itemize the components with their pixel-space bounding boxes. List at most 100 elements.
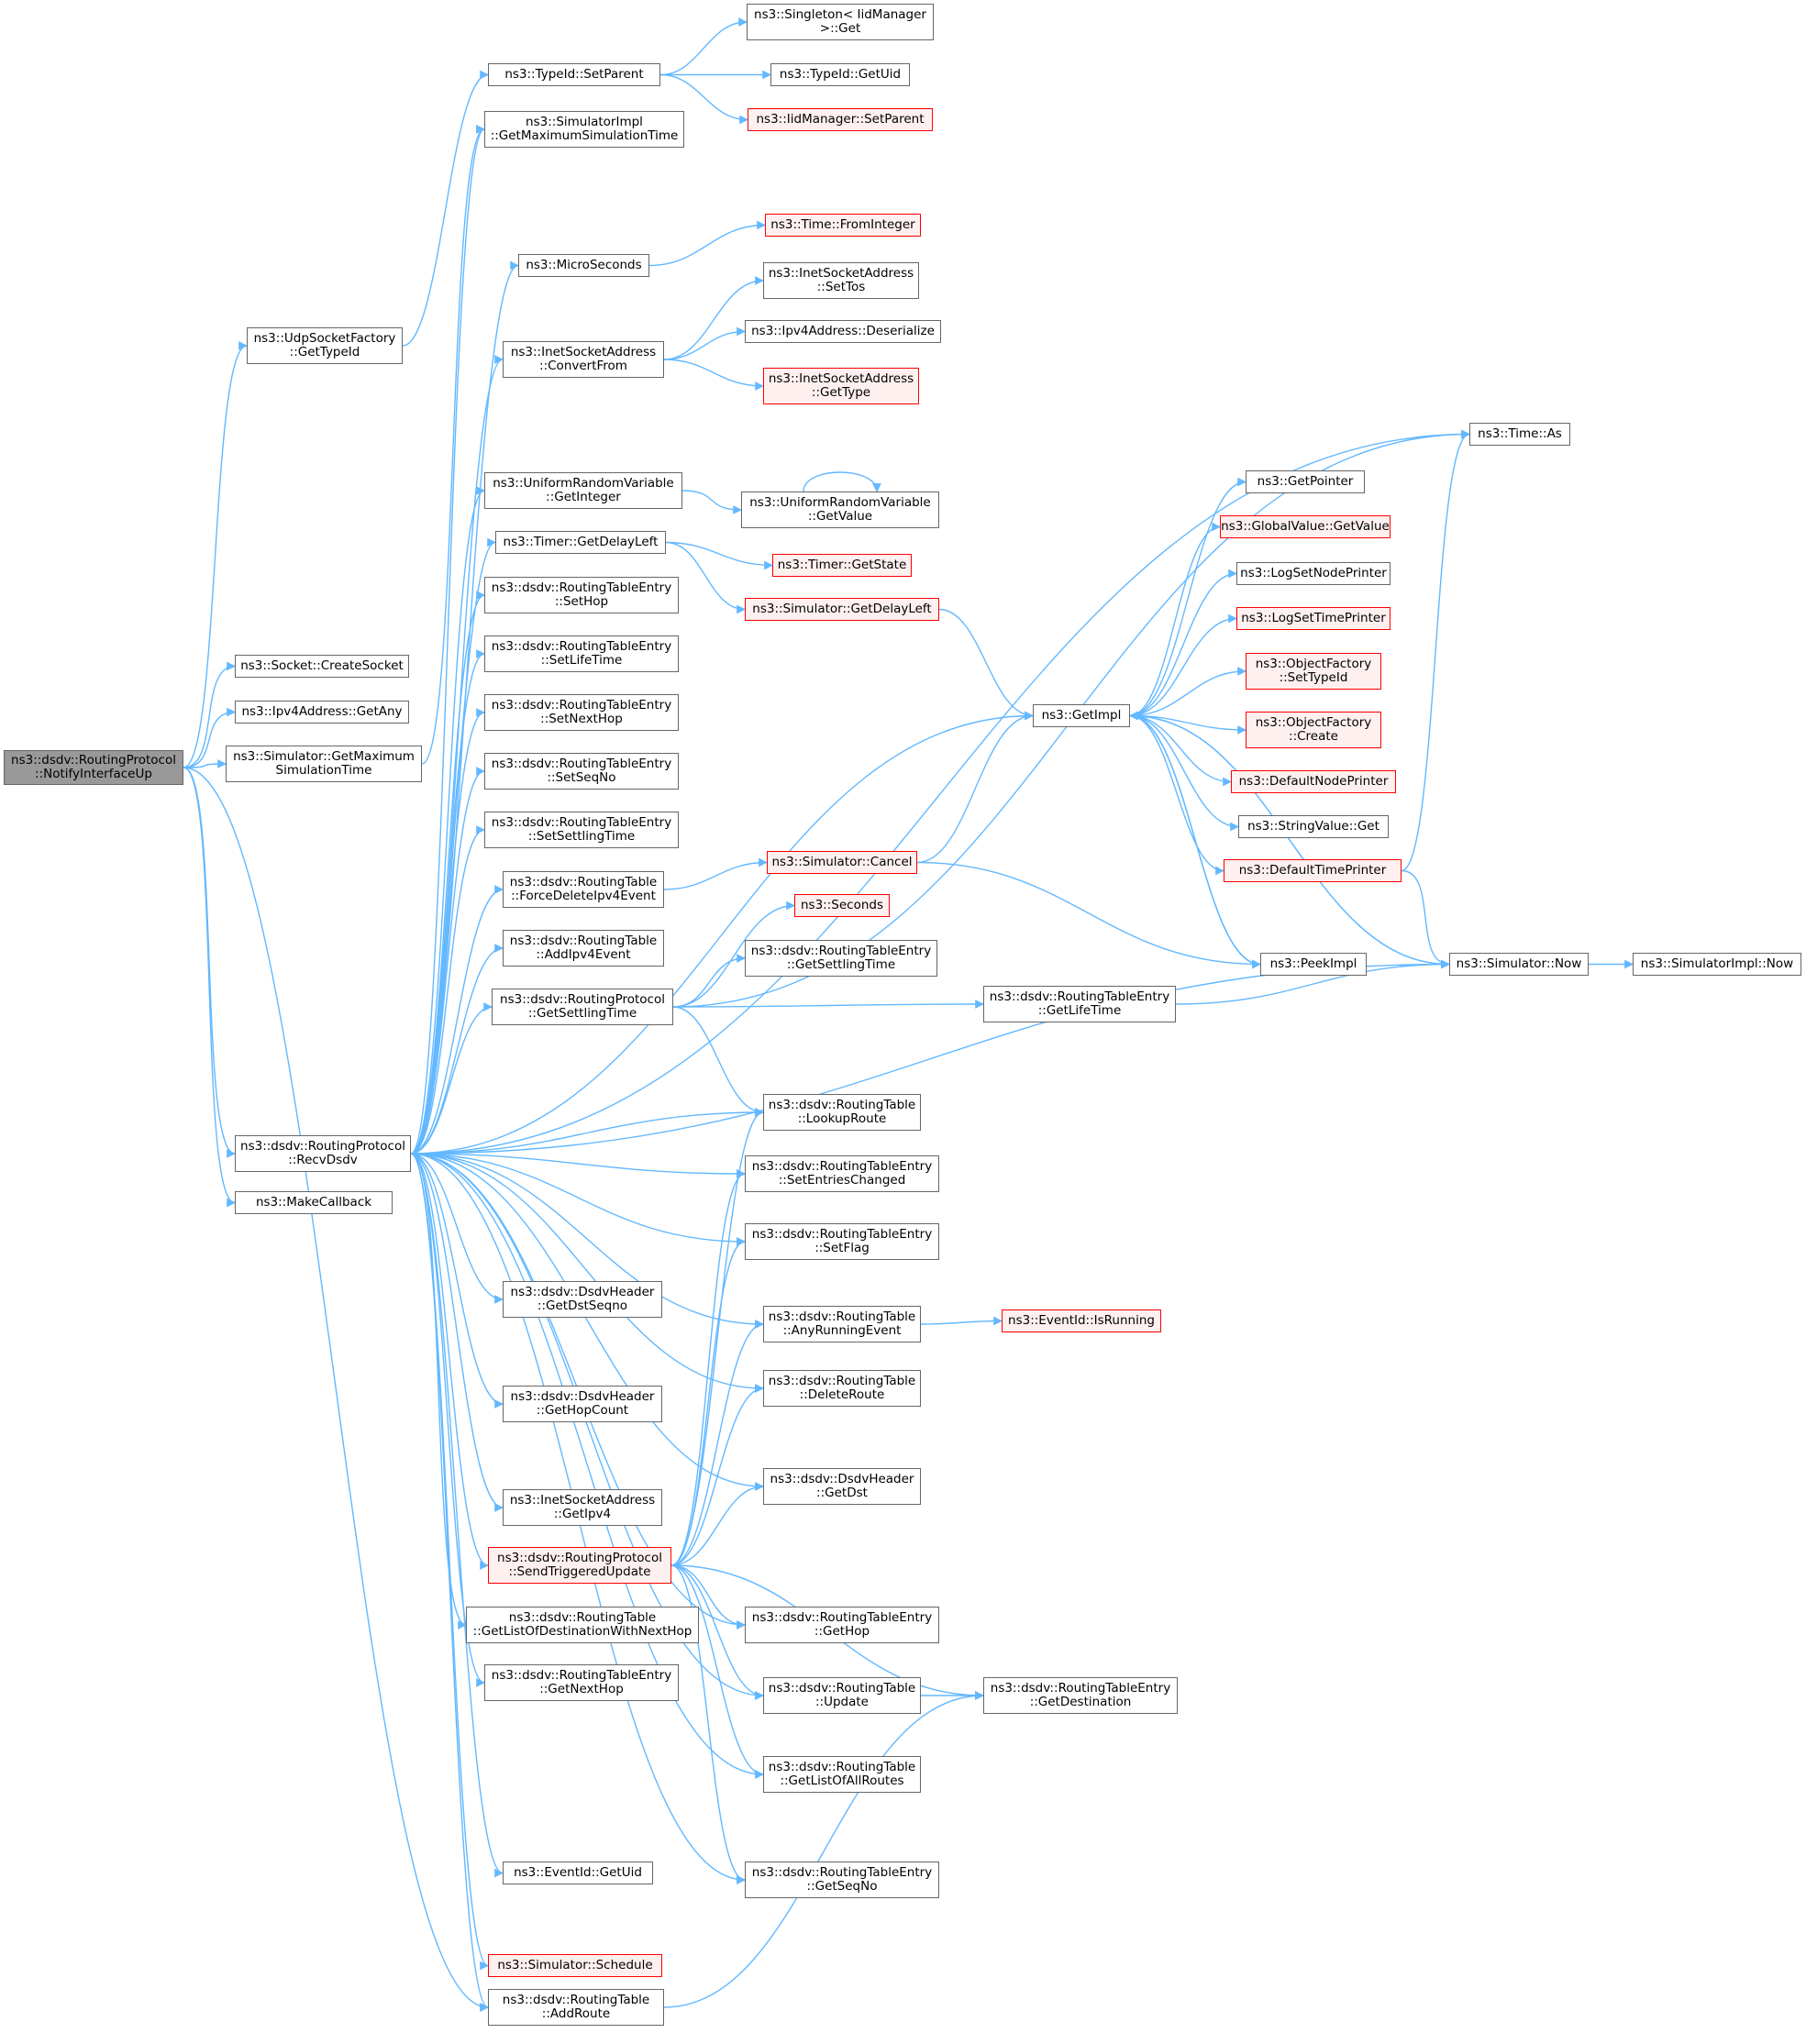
edge-stu-to-delr	[670, 1384, 764, 1566]
node-sched[interactable]: ns3::Simulator::Schedule	[488, 1954, 662, 1977]
node-gimpl[interactable]: ns3::GetImpl	[1033, 704, 1130, 727]
node-setnh[interactable]: ns3::dsdv::RoutingTableEntry::SetNextHop	[484, 694, 679, 731]
node-label: ns3::UniformRandomVariable	[493, 476, 674, 491]
node-setpar[interactable]: ns3::TypeId::SetParent	[488, 63, 660, 86]
edge-recv-to-setnh	[410, 708, 485, 1155]
node-label: ns3::MicroSeconds	[526, 258, 642, 272]
node-simdl[interactable]: ns3::Simulator::GetDelayLeft	[745, 598, 939, 621]
node-lookup[interactable]: ns3::dsdv::RoutingTable::LookupRoute	[763, 1094, 921, 1131]
edge-gst-to-secs	[672, 900, 795, 1008]
node-lsnp[interactable]: ns3::LogSetNodePrinter	[1236, 562, 1391, 585]
node-gst[interactable]: ns3::dsdv::RoutingProtocol::GetSettlingT…	[492, 989, 673, 1025]
node-sec[interactable]: ns3::dsdv::RoutingTableEntry::SetEntries…	[745, 1155, 939, 1192]
edge-recv-to-glar	[410, 1153, 764, 1779]
node-ofcr[interactable]: ns3::ObjectFactory::Create	[1246, 712, 1381, 748]
node-gnh[interactable]: ns3::dsdv::RoutingTableEntry::GetNextHop	[484, 1664, 679, 1701]
node-isrun[interactable]: ns3::EventId::IsRunning	[1002, 1309, 1161, 1332]
node-settos[interactable]: ns3::InetSocketAddress::SetTos	[763, 262, 919, 299]
node-tdl[interactable]: ns3::Timer::GetDelayLeft	[495, 531, 666, 554]
edge-notify-to-mkcb	[183, 767, 236, 1208]
node-iidsp[interactable]: ns3::IidManager::SetParent	[748, 108, 933, 131]
edge-peek-to-gimpl	[1129, 711, 1261, 966]
node-glod[interactable]: ns3::dsdv::RoutingTable::GetListOfDestin…	[466, 1607, 699, 1643]
edge-tdl-to-simdl	[665, 541, 746, 614]
node-upd[interactable]: ns3::dsdv::RoutingTable::Update	[763, 1677, 921, 1714]
node-ipany[interactable]: ns3::Ipv4Address::GetAny	[235, 701, 409, 724]
node-gest[interactable]: ns3::dsdv::RoutingTableEntry::GetSettlin…	[745, 940, 937, 977]
node-sing[interactable]: ns3::Singleton< IidManager>::Get	[747, 4, 934, 40]
node-delr[interactable]: ns3::dsdv::RoutingTable::DeleteRoute	[763, 1370, 921, 1407]
edge-recv-to-anyrun	[410, 1153, 764, 1329]
edge-stu-to-ghop	[670, 1564, 746, 1630]
node-label: ns3::dsdv::RoutingTable	[768, 1098, 916, 1112]
node-label: ns3::Ipv4Address::GetAny	[241, 704, 403, 719]
node-peek[interactable]: ns3::PeekImpl	[1260, 953, 1367, 976]
edge-recv-to-dstsn	[410, 1153, 504, 1304]
node-secs[interactable]: ns3::Seconds	[794, 894, 890, 917]
node-dstsn[interactable]: ns3::dsdv::DsdvHeader::GetDstSeqno	[503, 1281, 662, 1318]
node-gptr[interactable]: ns3::GetPointer	[1246, 470, 1365, 493]
node-addev[interactable]: ns3::dsdv::RoutingTable::AddIpv4Event	[503, 930, 664, 967]
node-fdel[interactable]: ns3::dsdv::RoutingTable::ForceDeleteIpv4…	[503, 871, 664, 908]
node-udp[interactable]: ns3::UdpSocketFactory::GetTypeId	[247, 327, 403, 364]
node-micro[interactable]: ns3::MicroSeconds	[518, 254, 649, 277]
node-tuid[interactable]: ns3::TypeId::GetUid	[770, 63, 910, 86]
node-dnp[interactable]: ns3::DefaultNodePrinter	[1231, 770, 1396, 793]
node-conv[interactable]: ns3::InetSocketAddress::ConvertFrom	[503, 341, 664, 378]
node-svget[interactable]: ns3::StringValue::Get	[1238, 815, 1389, 838]
node-label: ns3::Time::As	[1478, 426, 1562, 441]
node-setsn[interactable]: ns3::dsdv::RoutingTableEntry::SetSeqNo	[484, 753, 679, 790]
node-label: ns3::Simulator::Now	[1456, 956, 1582, 971]
edge-setpar-to-iidsp	[659, 73, 748, 125]
node-glar[interactable]: ns3::dsdv::RoutingTable::GetListOfAllRou…	[763, 1756, 921, 1793]
node-cancel[interactable]: ns3::Simulator::Cancel	[767, 851, 917, 874]
node-now[interactable]: ns3::Simulator::Now	[1449, 953, 1589, 976]
edge-recv-to-setlt	[410, 649, 485, 1155]
node-gdest[interactable]: ns3::dsdv::RoutingTableEntry::GetDestina…	[983, 1677, 1178, 1714]
node-label: ns3::Timer::GetDelayLeft	[503, 535, 659, 549]
edge-stu-to-setflag	[670, 1237, 746, 1566]
node-getval[interactable]: ns3::UniformRandomVariable::GetValue	[741, 492, 939, 528]
edge-now-to-gimpl	[1129, 711, 1450, 966]
node-label: ::GetListOfAllRoutes	[780, 1773, 904, 1788]
node-sock[interactable]: ns3::Socket::CreateSocket	[235, 655, 409, 678]
node-lstp[interactable]: ns3::LogSetTimePrinter	[1236, 607, 1391, 630]
node-recv[interactable]: ns3::dsdv::RoutingProtocol::RecvDsdv	[235, 1135, 411, 1172]
node-label: ::Update	[815, 1695, 869, 1709]
node-tas[interactable]: ns3::Time::As	[1469, 423, 1570, 446]
node-evuid[interactable]: ns3::EventId::GetUid	[503, 1862, 653, 1884]
node-ghop[interactable]: ns3::dsdv::RoutingTableEntry::GetHop	[745, 1607, 939, 1643]
node-deser[interactable]: ns3::Ipv4Address::Deserialize	[745, 320, 941, 343]
node-ipv4[interactable]: ns3::InetSocketAddress::GetIpv4	[503, 1489, 662, 1526]
node-gsn[interactable]: ns3::dsdv::RoutingTableEntry::GetSeqNo	[745, 1862, 939, 1898]
node-label: ::SetTypeId	[1279, 670, 1348, 685]
node-anyrun[interactable]: ns3::dsdv::RoutingTable::AnyRunningEvent	[763, 1306, 921, 1342]
node-sethop[interactable]: ns3::dsdv::RoutingTableEntry::SetHop	[484, 577, 679, 613]
node-stu[interactable]: ns3::dsdv::RoutingProtocol::SendTriggere…	[488, 1547, 671, 1584]
node-tstate[interactable]: ns3::Timer::GetState	[772, 554, 912, 577]
node-dtp[interactable]: ns3::DefaultTimePrinter	[1224, 859, 1402, 882]
node-fromint[interactable]: ns3::Time::FromInteger	[765, 214, 921, 237]
node-label: SimulationTime	[275, 763, 372, 778]
node-gdst[interactable]: ns3::dsdv::DsdvHeader::GetDst	[763, 1468, 921, 1505]
edge-gimpl-to-dtp	[1129, 714, 1224, 876]
node-gvget[interactable]: ns3::GlobalValue::GetValue	[1220, 515, 1391, 538]
edge-recv-to-sec	[410, 1153, 746, 1178]
edge-gst-to-gest	[672, 954, 746, 1008]
node-hopc[interactable]: ns3::dsdv::DsdvHeader::GetHopCount	[503, 1386, 662, 1422]
node-uint[interactable]: ns3::UniformRandomVariable::GetInteger	[484, 472, 682, 509]
node-setflag[interactable]: ns3::dsdv::RoutingTableEntry::SetFlag	[745, 1223, 939, 1260]
node-ofst[interactable]: ns3::ObjectFactory::SetTypeId	[1246, 653, 1381, 690]
node-setlt[interactable]: ns3::dsdv::RoutingTableEntry::SetLifeTim…	[484, 635, 679, 672]
node-addr[interactable]: ns3::dsdv::RoutingTable::AddRoute	[488, 1989, 664, 2026]
node-mkcb[interactable]: ns3::MakeCallback	[235, 1191, 393, 1214]
node-setst[interactable]: ns3::dsdv::RoutingTableEntry::SetSettlin…	[484, 812, 679, 848]
edge-conv-to-deser	[663, 326, 746, 360]
node-glt[interactable]: ns3::dsdv::RoutingTableEntry::GetLifeTim…	[983, 986, 1176, 1022]
node-implnow[interactable]: ns3::SimulatorImpl::Now	[1633, 953, 1801, 976]
node-notify[interactable]: ns3::dsdv::RoutingProtocol::NotifyInterf…	[4, 750, 183, 785]
node-implmax[interactable]: ns3::SimulatorImpl::GetMaximumSimulation…	[484, 111, 684, 148]
node-gtype[interactable]: ns3::InetSocketAddress::GetType	[763, 368, 919, 404]
node-label: ns3::dsdv::RoutingTableEntry	[491, 639, 672, 654]
